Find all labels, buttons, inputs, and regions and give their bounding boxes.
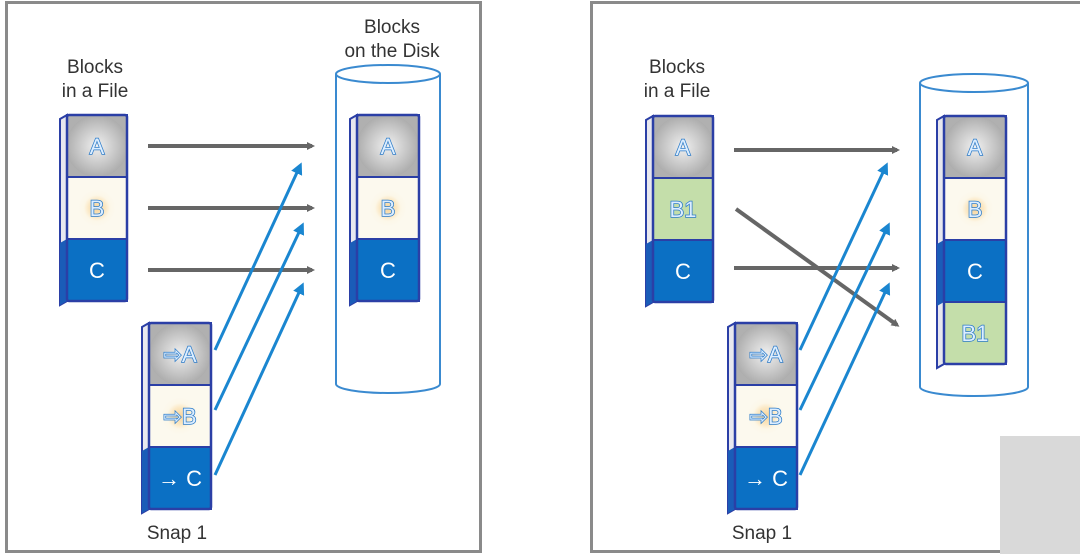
- block-c: C: [937, 239, 1007, 306]
- left-file-label-line2: in a File: [61, 81, 129, 102]
- block-glow: [161, 397, 199, 435]
- right-snap-stack: ⇨A ⇨B → C: [727, 321, 799, 515]
- block-label: → C: [744, 466, 788, 491]
- left-disk-stack: A B C: [349, 113, 421, 307]
- left-snap-label: Snap 1: [146, 523, 208, 544]
- block-c: C: [646, 239, 714, 306]
- stack-outline: [651, 114, 715, 304]
- block-label: B: [90, 196, 105, 221]
- right-arrow-snap-a: [798, 162, 889, 351]
- block-label: A: [968, 135, 983, 160]
- block-label: ⇨A: [749, 342, 782, 367]
- block-c: → C: [142, 446, 212, 513]
- left-snap-stack: ⇨A ⇨B → C: [141, 321, 213, 515]
- block-side: [60, 239, 67, 305]
- left-arrow-snap-a: [213, 162, 303, 351]
- left-file-label: Blocks in a File: [50, 56, 140, 104]
- block-label: A: [381, 134, 396, 159]
- left-arrow-snap-c: [213, 282, 305, 476]
- block-glow: [369, 189, 407, 227]
- stack-outline: [147, 321, 213, 511]
- block-b: ⇨B: [734, 384, 798, 448]
- right-file-label-line2: in a File: [643, 81, 711, 102]
- block-label: ⇨B: [749, 404, 782, 429]
- block-glow: [357, 115, 419, 177]
- block-a: A: [356, 114, 420, 178]
- block-glow: [78, 189, 116, 227]
- block-a: A: [943, 115, 1007, 179]
- block-side: [350, 239, 357, 305]
- block-label: B1: [670, 197, 697, 222]
- left-disk-label: Blocks on the Disk: [330, 16, 454, 64]
- left-arrow-snap-b: [213, 222, 305, 411]
- right-file-label: Blocks in a File: [632, 56, 722, 104]
- block-side: [646, 240, 653, 306]
- block-label: A: [676, 135, 691, 160]
- block-a: A: [66, 114, 128, 178]
- block-glow: [66, 115, 128, 177]
- left-file-stack: A B C: [59, 113, 129, 307]
- block-label: C: [967, 259, 983, 284]
- cylinder-top: [919, 73, 1029, 93]
- block-label: C: [89, 258, 105, 283]
- right-arrow-snap-c: [798, 282, 891, 476]
- block-side: [728, 447, 735, 513]
- block-c: C: [60, 238, 128, 305]
- block-label: B1: [962, 321, 989, 346]
- block-a: ⇨A: [734, 322, 798, 386]
- block-side: [142, 447, 149, 513]
- left-disk-label-line1: Blocks: [364, 17, 420, 38]
- block-label: ⇨A: [163, 342, 196, 367]
- cylinder-top: [335, 64, 441, 84]
- block-label: C: [380, 258, 396, 283]
- block-b: B: [356, 176, 420, 240]
- block-side: [937, 240, 944, 306]
- stack-outline: [733, 321, 799, 511]
- right-snap-label: Snap 1: [731, 523, 793, 544]
- right-file-stack: A B1C: [645, 114, 715, 308]
- block-glow: [652, 116, 714, 178]
- right-disk-stack: A B C B1: [936, 114, 1008, 370]
- left-file-label-line1: Blocks: [67, 57, 123, 78]
- block-b1: B1: [943, 301, 1007, 365]
- block-b: ⇨B: [148, 384, 212, 448]
- block-label: B: [381, 196, 396, 221]
- block-label: A: [90, 134, 105, 159]
- right-file-label-line1: Blocks: [649, 57, 705, 78]
- block-glow: [944, 116, 1006, 178]
- stack-outline: [65, 113, 129, 303]
- block-b: B: [943, 177, 1007, 241]
- block-c: C: [350, 238, 420, 305]
- stack-outline: [355, 113, 421, 303]
- block-a: ⇨A: [148, 322, 212, 386]
- block-b1: B1: [652, 177, 714, 241]
- block-face: [148, 446, 212, 510]
- block-face: [652, 239, 714, 303]
- right-arrow-snap-b: [798, 222, 890, 411]
- block-a: A: [652, 115, 714, 179]
- left-disk-label-line2: on the Disk: [344, 41, 440, 62]
- block-label: ⇨B: [163, 404, 196, 429]
- block-label: B: [968, 197, 983, 222]
- block-glow: [747, 397, 785, 435]
- block-c: → C: [728, 446, 798, 513]
- stack-outline: [942, 114, 1008, 366]
- block-label: C: [675, 259, 691, 284]
- overlay-box: [1000, 436, 1080, 554]
- right-arrow-file-b1: [734, 207, 900, 327]
- block-face: [652, 177, 714, 241]
- block-glow: [735, 323, 797, 385]
- block-glow: [956, 190, 994, 228]
- block-label: → C: [158, 466, 202, 491]
- block-face: [356, 238, 420, 302]
- block-glow: [149, 323, 211, 385]
- block-b: B: [66, 176, 128, 240]
